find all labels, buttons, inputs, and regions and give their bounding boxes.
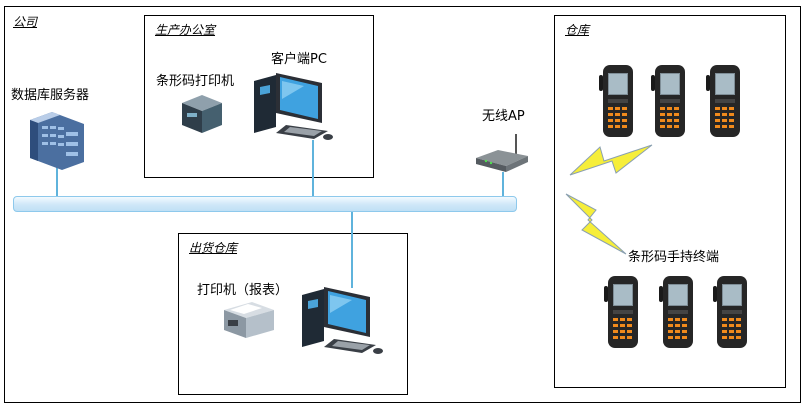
lan-bus <box>13 196 517 212</box>
company-label: 公司 <box>13 15 38 29</box>
handheld-terminal-6 <box>713 276 747 348</box>
handheld-terminal-1 <box>599 65 633 137</box>
barcode-printer-icon <box>182 95 222 133</box>
client-pc-label: 客户端PC <box>271 52 327 67</box>
shipping-pc-icon <box>302 287 383 354</box>
db-server-label: 数据库服务器 <box>11 88 90 103</box>
handheld-terminal-3 <box>706 65 740 137</box>
db-server-icon <box>30 112 84 170</box>
office-label: 生产办公室 <box>155 23 216 37</box>
report-printer-label: 打印机（报表） <box>197 283 289 298</box>
handheld-terminal-5 <box>659 276 693 348</box>
wireless-ap-label: 无线AP <box>482 109 525 124</box>
warehouse-label: 仓库 <box>565 23 590 37</box>
handheld-label: 条形码手持终端 <box>628 250 720 265</box>
office-frame: 生产办公室 <box>144 15 374 178</box>
client-pc-icon <box>254 73 333 140</box>
report-printer-icon <box>224 302 274 338</box>
wireless-signal-bolt-2 <box>565 193 627 255</box>
handheld-terminal-4 <box>604 276 638 348</box>
barcode-printer-label: 条形码打印机 <box>156 74 235 89</box>
wireless-ap-icon <box>476 134 528 172</box>
wireless-signal-bolt-1 <box>569 144 653 176</box>
shipping-label: 出货仓库 <box>189 241 238 255</box>
handheld-terminal-2 <box>651 65 685 137</box>
